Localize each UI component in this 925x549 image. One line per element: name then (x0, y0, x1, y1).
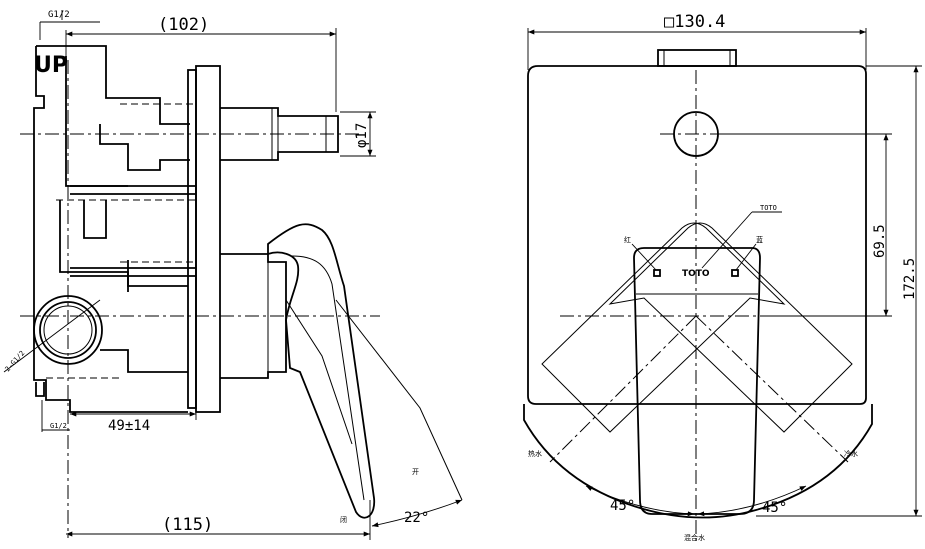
brand-leader-label: TOTO (760, 204, 777, 212)
dim-plate-width: □130.4 (527, 12, 867, 70)
angle-left-label: 45° (610, 498, 635, 514)
dim-thread-bottom: G1/2 (41, 400, 70, 432)
rotated-handle-ghosts (541, 222, 853, 463)
plate-lower-arc (523, 404, 873, 519)
handle-closed-label: 闭 (340, 516, 347, 524)
thread-bottom-label: G1/2 (50, 422, 67, 430)
brand-mark-text: TOTO (682, 269, 710, 279)
hot-mark-label: 红 (624, 235, 631, 244)
brand-mark: TOTO TOTO 红 蓝 (624, 204, 782, 279)
center-distance-label: 69.5 (872, 224, 888, 258)
dim-depth-top: (102) (65, 15, 337, 112)
side-view: G1/2 (102) UP (4, 10, 463, 540)
thread-top-label: G1/2 (48, 10, 70, 20)
hot-marker-icon (653, 269, 661, 277)
up-mark: UP (34, 53, 68, 78)
depth-bottom-label: (115) (162, 515, 213, 535)
front-view: □130.4 TOTO TOTO (523, 12, 922, 542)
dim-thread-top: G1/2 (39, 10, 100, 40)
handle-lever: 开 闭 22° (267, 223, 463, 528)
handle-open-label: 开 (412, 468, 419, 476)
handle-angle-label: 22° (404, 510, 429, 526)
mixed-water-label: 混合水 (684, 533, 705, 542)
spout-stub (657, 49, 737, 67)
cold-water-label: 冷水 (844, 449, 858, 458)
inlet-offset-label: 49±14 (108, 418, 150, 434)
depth-top-label: (102) (158, 15, 209, 35)
hot-water-label: 热水 (528, 449, 542, 458)
valve-body (33, 45, 221, 413)
angle-right-label: 45° (762, 500, 787, 516)
total-height-label: 172.5 (902, 258, 918, 300)
inlet-connector: 2-G1/2 (4, 295, 103, 373)
wall-plate (527, 65, 867, 405)
cold-mark-label: 蓝 (756, 235, 763, 244)
dim-total-height: 172.5 (756, 65, 922, 517)
dim-inlet-offset: 49±14 (70, 410, 197, 434)
plate-width-label: □130.4 (664, 12, 725, 32)
angle-annotations: 45° 45° 热水 冷水 混合水 (528, 449, 858, 542)
spout-diameter-label: φ17 (354, 123, 370, 148)
dim-depth-bottom: (115) (66, 500, 371, 540)
dim-center-distance: 69.5 (718, 133, 892, 317)
cold-marker-icon (731, 269, 739, 277)
front-handle (633, 247, 761, 515)
inlet-note-label: 2-G1/2 (4, 349, 27, 373)
